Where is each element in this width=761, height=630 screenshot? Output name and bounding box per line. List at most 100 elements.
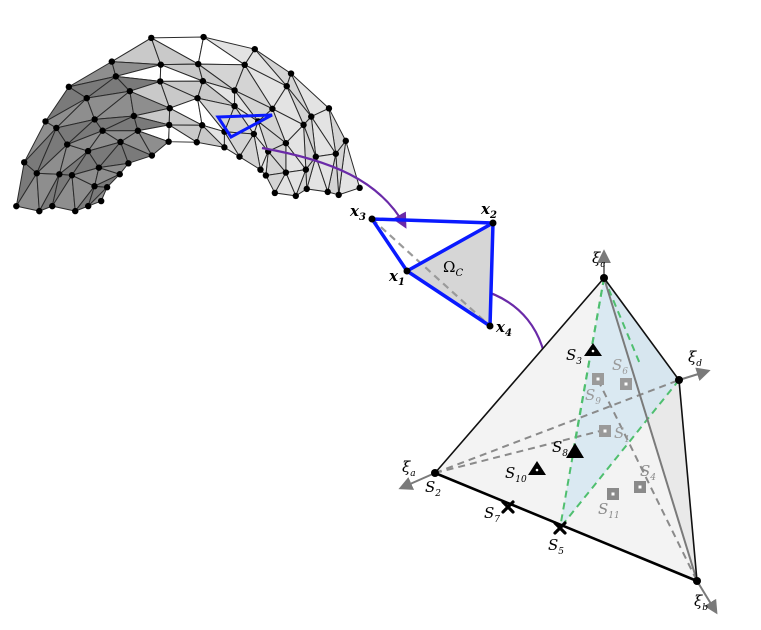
physical-element: x3 x2 x1 x4 ΩC (349, 200, 512, 339)
vertex-c (600, 274, 608, 282)
mesh-triangle (223, 129, 240, 158)
green-median-3 (559, 379, 680, 529)
mesh-triangle (92, 173, 121, 188)
tet-hidden-edge-a-d (434, 379, 680, 474)
axis-label-xi-c: ξc (592, 249, 605, 270)
node-label-x2: x2 (480, 200, 497, 221)
axis-xi-b (696, 580, 718, 615)
tet-hidden-edge-s9 (597, 379, 698, 582)
mesh-node (126, 87, 134, 95)
marker-s1-dot (603, 429, 607, 433)
mesh-node (292, 192, 299, 200)
mesh-node (324, 188, 331, 196)
marker-s4-dot (638, 485, 642, 489)
mesh-node (125, 160, 132, 167)
mesh-node (103, 184, 111, 191)
mesh-node (335, 191, 342, 199)
mesh-node (250, 130, 258, 138)
label-s8: S8 (552, 438, 568, 459)
marker-s3 (584, 343, 602, 356)
mesh-node (108, 58, 116, 65)
element-hidden-edge (371, 218, 491, 327)
mesh-node (308, 113, 315, 120)
marker-s5 (553, 521, 567, 535)
mesh-node (221, 144, 228, 151)
mesh-node (85, 202, 92, 210)
mesh-node (83, 94, 90, 102)
mesh-node (72, 207, 79, 215)
node-label-x1: x1 (388, 267, 405, 288)
label-s4: S4 (640, 462, 656, 483)
mesh-node (287, 70, 295, 77)
green-median-4 (603, 277, 641, 365)
mesh-node (21, 159, 28, 166)
mesh-node (56, 171, 63, 178)
mesh-node (84, 147, 92, 155)
label-s11: S11 (598, 500, 620, 521)
axis-xi-d (678, 367, 711, 382)
mesh-triangle (168, 124, 199, 143)
surface-mesh (13, 33, 363, 215)
mesh-node (200, 33, 207, 41)
mesh-node (63, 141, 71, 148)
mesh-node (97, 197, 105, 205)
mesh-node (91, 116, 98, 123)
label-s6: S6 (612, 356, 628, 377)
tet-edge-c-b (603, 277, 698, 582)
mesh-node (325, 105, 333, 112)
mesh-node (116, 171, 123, 178)
axis-label-xi-d: ξd (688, 348, 702, 369)
mesh-node (91, 183, 98, 190)
domain-label: ΩC (443, 258, 463, 279)
mesh-node (36, 207, 43, 215)
mesh-node (195, 60, 202, 68)
label-s1: S1 (614, 424, 630, 445)
mesh-node (130, 112, 138, 120)
marker-s6-dot (624, 382, 628, 386)
mesh-node (165, 138, 172, 145)
mesh-node (194, 94, 201, 102)
vertex-b (693, 577, 701, 585)
mesh-node (300, 121, 307, 129)
axis-label-xi-a: ξa (402, 458, 416, 479)
label-s5: S5 (548, 536, 564, 557)
mesh-node (68, 172, 76, 179)
mesh-node (65, 83, 73, 91)
mesh-node (95, 164, 103, 171)
axis-label-xi-b: ξb (694, 592, 708, 613)
mesh-node (356, 184, 363, 192)
mesh-node (332, 150, 340, 157)
mesh-node (283, 82, 290, 90)
marker-s7 (501, 500, 515, 514)
marker-s10 (528, 461, 546, 475)
mesh-node (257, 166, 264, 173)
mesh-node (157, 78, 164, 85)
label-s7: S7 (484, 504, 500, 525)
mesh-node (241, 61, 248, 69)
element-outline (370, 217, 495, 273)
marker-s9-dot (596, 377, 600, 381)
vertex-a (431, 469, 439, 477)
mesh-node (231, 102, 238, 110)
mesh-node (99, 127, 106, 134)
node-x4 (486, 322, 494, 330)
mesh-node (282, 139, 290, 147)
label-s3: S3 (566, 346, 582, 367)
mesh-node (231, 87, 238, 94)
mesh-node (134, 127, 142, 134)
mesh-node (33, 170, 40, 177)
mesh-node (157, 61, 164, 68)
node-x3 (368, 215, 376, 223)
mesh-node (42, 118, 49, 125)
mesh-highlighted-element (215, 113, 273, 139)
node-x2 (489, 219, 497, 227)
marker-s11-dot (611, 492, 615, 496)
tet-face-front (435, 278, 697, 581)
mesh-node (198, 122, 206, 129)
mesh-node (199, 77, 207, 85)
mesh-node (236, 153, 243, 160)
mesh-node (166, 104, 173, 112)
mesh-node (165, 121, 173, 129)
mesh-triangle (119, 141, 154, 164)
